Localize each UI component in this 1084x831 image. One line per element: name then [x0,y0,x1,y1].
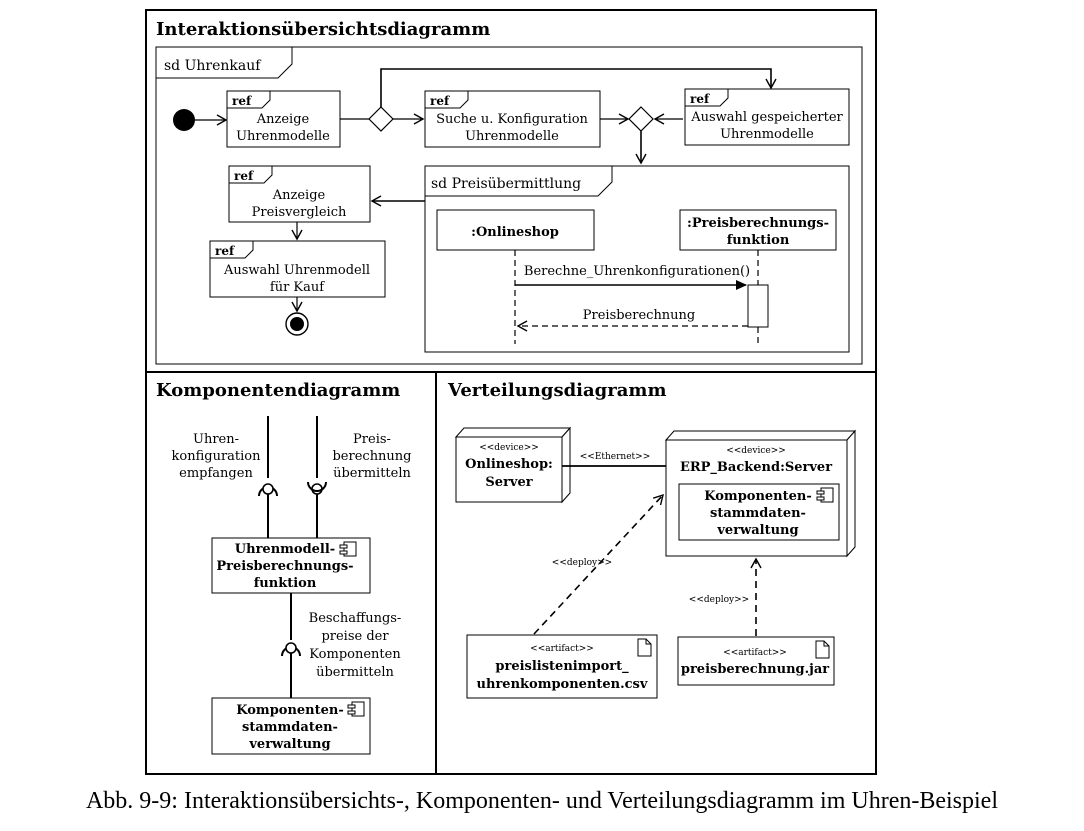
interface-preis-line2: berechnung [332,449,411,464]
interface-preis-line1: Preis- [353,432,391,447]
interface-beschaffungspreise: Beschaffungs- preise der Komponenten übe… [281,593,402,698]
node-onlineshop-server: <<device>> Onlineshop: Server [454,426,572,504]
stereotype-device: <<device>> [726,446,786,456]
document-icon [815,640,830,659]
erp-component-line3: verwaltung [716,523,798,538]
interface-uhrenkonfiguration-empfangen: Uhren- konfiguration empfangen [172,416,278,538]
component-stammdatenverwaltung: Komponenten- stammdaten- verwaltung [211,697,371,755]
ref-keyword: ref [232,94,252,108]
ref-anzeige-preisvergleich: ref Anzeige Preisvergleich [228,165,371,223]
deployment-diagram-section: Verteilungsdiagramm <<device>> Onlinesho… [447,380,857,699]
interface-beschaffung-line4: übermitteln [316,665,394,680]
ref-keyword: ref [234,169,254,183]
interface-preis-line3: übermitteln [333,466,411,481]
ref-keyword: ref [215,244,235,258]
component-stammdaten-line3: verwaltung [248,737,330,752]
lifeline-preisberechnung-line2: funktion [727,233,790,248]
ref-suche-konfiguration: ref Suche u. Konfiguration Uhrenmodelle [424,90,601,148]
message-call-label: Berechne_Uhrenkonfigurationen() [524,264,750,279]
decision-node-1 [368,106,394,132]
ref-preisvergleich-line1: Anzeige [272,188,326,203]
interface-empfangen-line1: Uhren- [193,432,239,447]
erp-component-line2: stammdaten- [710,506,806,521]
ref-suche-line2: Uhrenmodelle [465,129,559,144]
deploy-dependency-csv [533,493,664,635]
final-node-core [290,317,304,331]
ref-suche-line1: Suche u. Konfiguration [436,112,588,127]
interface-empfangen-line3: empfangen [179,466,253,481]
sd-preisuebermittlung-label: sd Preisübermittlung [431,176,581,192]
activation-bar [747,284,769,328]
ref-auswahl-gespeichert: ref Auswahl gespeicherter Uhrenmodelle [684,88,850,146]
ref-keyword: ref [430,94,450,108]
interaction-overview-title: Interaktionsübersichtsdiagramm [156,19,490,40]
node-erp-label: ERP_Backend:Server [680,460,832,475]
node-erp-backend-server: <<device>> ERP_Backend:Server Komponente… [664,429,857,558]
ref-preisvergleich-line2: Preisvergleich [252,205,347,220]
artifact-csv-line2: uhrenkomponenten.csv [477,677,648,692]
stereotype-device: <<device>> [479,443,539,453]
stereotype-artifact: <<artifact>> [530,644,594,654]
artifact-jar-label: preisberechnung.jar [681,662,829,677]
sd-preisuebermittlung-frame: sd Preisübermittlung :Onlineshop :Preisb… [424,165,850,353]
ref-auswahl-gespeichert-line1: Auswahl gespeicherter [690,110,843,125]
ref-auswahl-kauf-line2: für Kauf [270,280,325,295]
component-diagram-section: Komponentendiagramm Uhren- konfiguration… [156,380,412,755]
artifact-csv-line1: preislistenimport_ [495,659,629,674]
initial-node [173,109,195,131]
ref-keyword: ref [690,92,710,106]
lifeline-onlineshop-head [436,209,595,251]
ref-auswahl-kauf-line1: Auswahl Uhrenmodell [223,263,370,278]
deploy-label-jar: <<deploy>> [689,595,749,605]
lifeline-preisberechnung-head [679,209,837,251]
node-onlineshop-line2: Server [485,475,532,490]
sd-uhrenkauf-tab [156,47,293,79]
lifeline-preisberechnung-line1: :Preisberechnungs- [687,216,829,231]
sd-uhrenkauf-frame [155,46,863,365]
interface-preisberechnung-uebermitteln: Preis- berechnung übermitteln [307,416,412,538]
ethernet-label: <<Ethernet>> [580,452,651,462]
deployment-diagram-title: Verteilungsdiagramm [447,380,667,401]
artifact-csv: <<artifact>> preislistenimport_ uhrenkom… [466,634,658,699]
interface-empfangen-line2: konfiguration [172,449,262,464]
component-stammdaten-line2: stammdaten- [242,720,338,735]
artifact-jar: <<artifact>> preisberechnung.jar [677,636,835,686]
ref-anzeige-line2: Uhrenmodelle [236,129,330,144]
message-reply-label: Preisberechnung [583,308,696,323]
component-stammdaten-line1: Komponenten- [236,703,344,718]
interface-beschaffung-line1: Beschaffungs- [309,611,402,626]
erp-component-line1: Komponenten- [704,489,812,504]
merge-node [628,106,654,132]
ref-anzeige-uhrenmodelle: ref Anzeige Uhrenmodelle [226,90,341,148]
node-onlineshop-line1: Onlineshop: [465,457,553,472]
interaction-overview-section: Interaktionsübersichtsdiagramm sd Uhrenk… [155,19,863,365]
lifeline-onlineshop-label: :Onlineshop [471,225,559,240]
sd-uhrenkauf-label: sd Uhrenkauf [164,58,262,74]
document-icon [637,638,652,657]
component-uhrenmodell-line3: funktion [254,576,317,591]
stereotype-artifact: <<artifact>> [723,648,787,658]
ref-anzeige-line1: Anzeige [256,112,310,127]
interface-beschaffung-line2: preise der [321,629,389,644]
interface-beschaffung-line3: Komponenten [309,647,401,662]
component-uhrenmodell-preisberechnung: Uhrenmodell- Preisberechnungs- funktion [211,537,371,594]
erp-inner-component [678,483,840,541]
ref-auswahl-gespeichert-line2: Uhrenmodelle [720,127,814,142]
flow-decision-to-auswahl-gespeichert [380,68,777,107]
component-uhrenmodell-line1: Uhrenmodell- [235,542,335,557]
outer-frame [145,9,877,775]
ref-auswahl-kauf: ref Auswahl Uhrenmodell für Kauf [209,240,386,298]
deploy-label-csv: <<deploy>> [552,558,612,568]
component-uhrenmodell-line2: Preisberechnungs- [216,559,353,574]
component-diagram-title: Komponentendiagramm [156,380,400,401]
figure-caption: Abb. 9-9: Interaktionsübersichts-, Kompo… [85,788,999,814]
